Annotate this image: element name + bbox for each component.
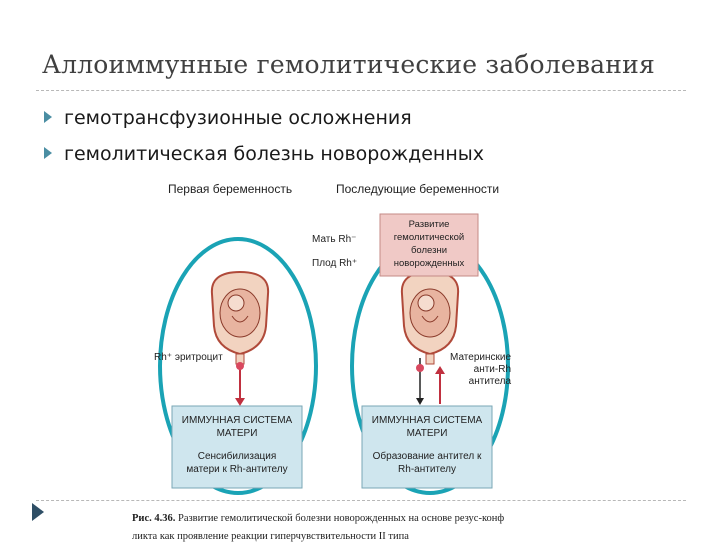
fetus-rh-label: Плод Rh⁺: [312, 258, 358, 269]
title-divider: [36, 90, 686, 91]
bullet-item-transfusion: гемотрансфузионные осложнения: [44, 107, 412, 129]
left-immune-box: [171, 405, 303, 489]
slide-nav-arrow-icon[interactable]: [32, 503, 44, 521]
right-immune-box: [361, 405, 493, 489]
disease-box: [379, 213, 479, 277]
footer-divider: [36, 500, 686, 501]
rh-erythrocyte-dot: [236, 362, 244, 370]
rh-conflict-figure: Первая беременность Последующие беременн…: [150, 176, 560, 506]
uterus-left-icon: [210, 270, 270, 365]
bullet-text: гемолитическая болезнь новорожденных: [64, 143, 485, 165]
bullet-arrow-icon: [44, 146, 52, 159]
figure-graphics: [158, 213, 510, 495]
mother-rh-label: Мать Rh⁻: [312, 234, 357, 245]
left-immune-box-text: ИММУННАЯ СИСТЕМА МАТЕРИ Сенсибилизация м…: [181, 415, 293, 475]
disease-box-text: Развитие гемолитической болезни новорожд…: [393, 219, 465, 269]
first-pregnancy-label: Первая беременность: [168, 182, 293, 196]
bullet-item-hdn: гемолитическая болезнь новорожденных: [44, 143, 484, 165]
uterus-right-icon: [400, 270, 460, 365]
figure-caption: Рис. 4.36. Развитие гемолитической болез…: [132, 513, 505, 542]
bullet-text: гемотрансфузионные осложнения: [64, 107, 412, 129]
maternal-antibodies-label: Материнские анти-Rh антитела: [450, 352, 512, 387]
slide-title: Аллоиммунные гемолитические заболевания: [42, 50, 655, 79]
first-pregnancy-oval: [158, 237, 318, 495]
rh-erythrocyte-label: Rh⁺ эритроцит: [154, 352, 223, 363]
right-immune-box-text: ИММУННАЯ СИСТЕМА МАТЕРИ Образование анти…: [371, 415, 483, 475]
later-pregnancies-label: Последующие беременности: [336, 182, 500, 196]
bullet-arrow-icon: [44, 110, 52, 123]
